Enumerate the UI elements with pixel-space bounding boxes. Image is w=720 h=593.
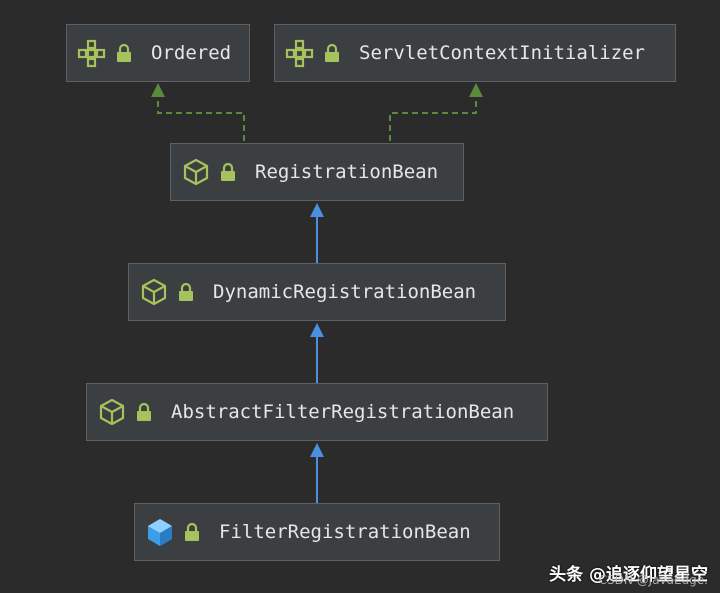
extends-arrowhead-registration [310, 203, 324, 217]
implements-arrowhead-ordered [151, 83, 165, 97]
interface-icon [285, 38, 315, 68]
abstract-class-icon [139, 277, 169, 307]
node-label: RegistrationBean [255, 161, 439, 183]
lock-icon [323, 42, 341, 64]
abstract-class-icon [181, 157, 211, 187]
node-label: AbstractFilterRegistrationBean [171, 401, 515, 423]
implements-arrowhead-servletcontextinitializer [469, 83, 483, 97]
lock-icon [115, 42, 133, 64]
lock-icon [183, 521, 201, 543]
node-label: FilterRegistrationBean [219, 521, 471, 543]
lock-icon [135, 401, 153, 423]
extends-arrowhead-abstractfilter [310, 443, 324, 457]
node-filterregistrationbean[interactable]: FilterRegistrationBean [134, 503, 500, 561]
node-label: ServletContextInitializer [359, 42, 645, 64]
node-abstractfilterregistrationbean[interactable]: AbstractFilterRegistrationBean [86, 383, 548, 441]
node-label: DynamicRegistrationBean [213, 281, 477, 303]
abstract-class-icon [97, 397, 127, 427]
edge-registrationbean-implements-servletcontextinitializer [389, 96, 477, 141]
edge-registrationbean-implements-ordered [157, 96, 245, 141]
lock-icon [219, 161, 237, 183]
node-dynamicregistrationbean[interactable]: DynamicRegistrationBean [128, 263, 506, 321]
node-registrationbean[interactable]: RegistrationBean [170, 143, 464, 201]
node-servletcontextinitializer[interactable]: ServletContextInitializer [274, 24, 676, 82]
interface-icon [77, 38, 107, 68]
class-icon [145, 517, 175, 547]
node-ordered[interactable]: Ordered [66, 24, 250, 82]
extends-arrowhead-dynamic [310, 323, 324, 337]
lock-icon [177, 281, 195, 303]
watermark-main: 头条 @追逐仰望星空 [549, 565, 708, 585]
watermark-sub: CSDN @JavaEdge. [598, 573, 708, 587]
watermark: 头条 @追逐仰望星空 CSDN @JavaEdge. [549, 560, 708, 587]
node-label: Ordered [151, 42, 232, 64]
